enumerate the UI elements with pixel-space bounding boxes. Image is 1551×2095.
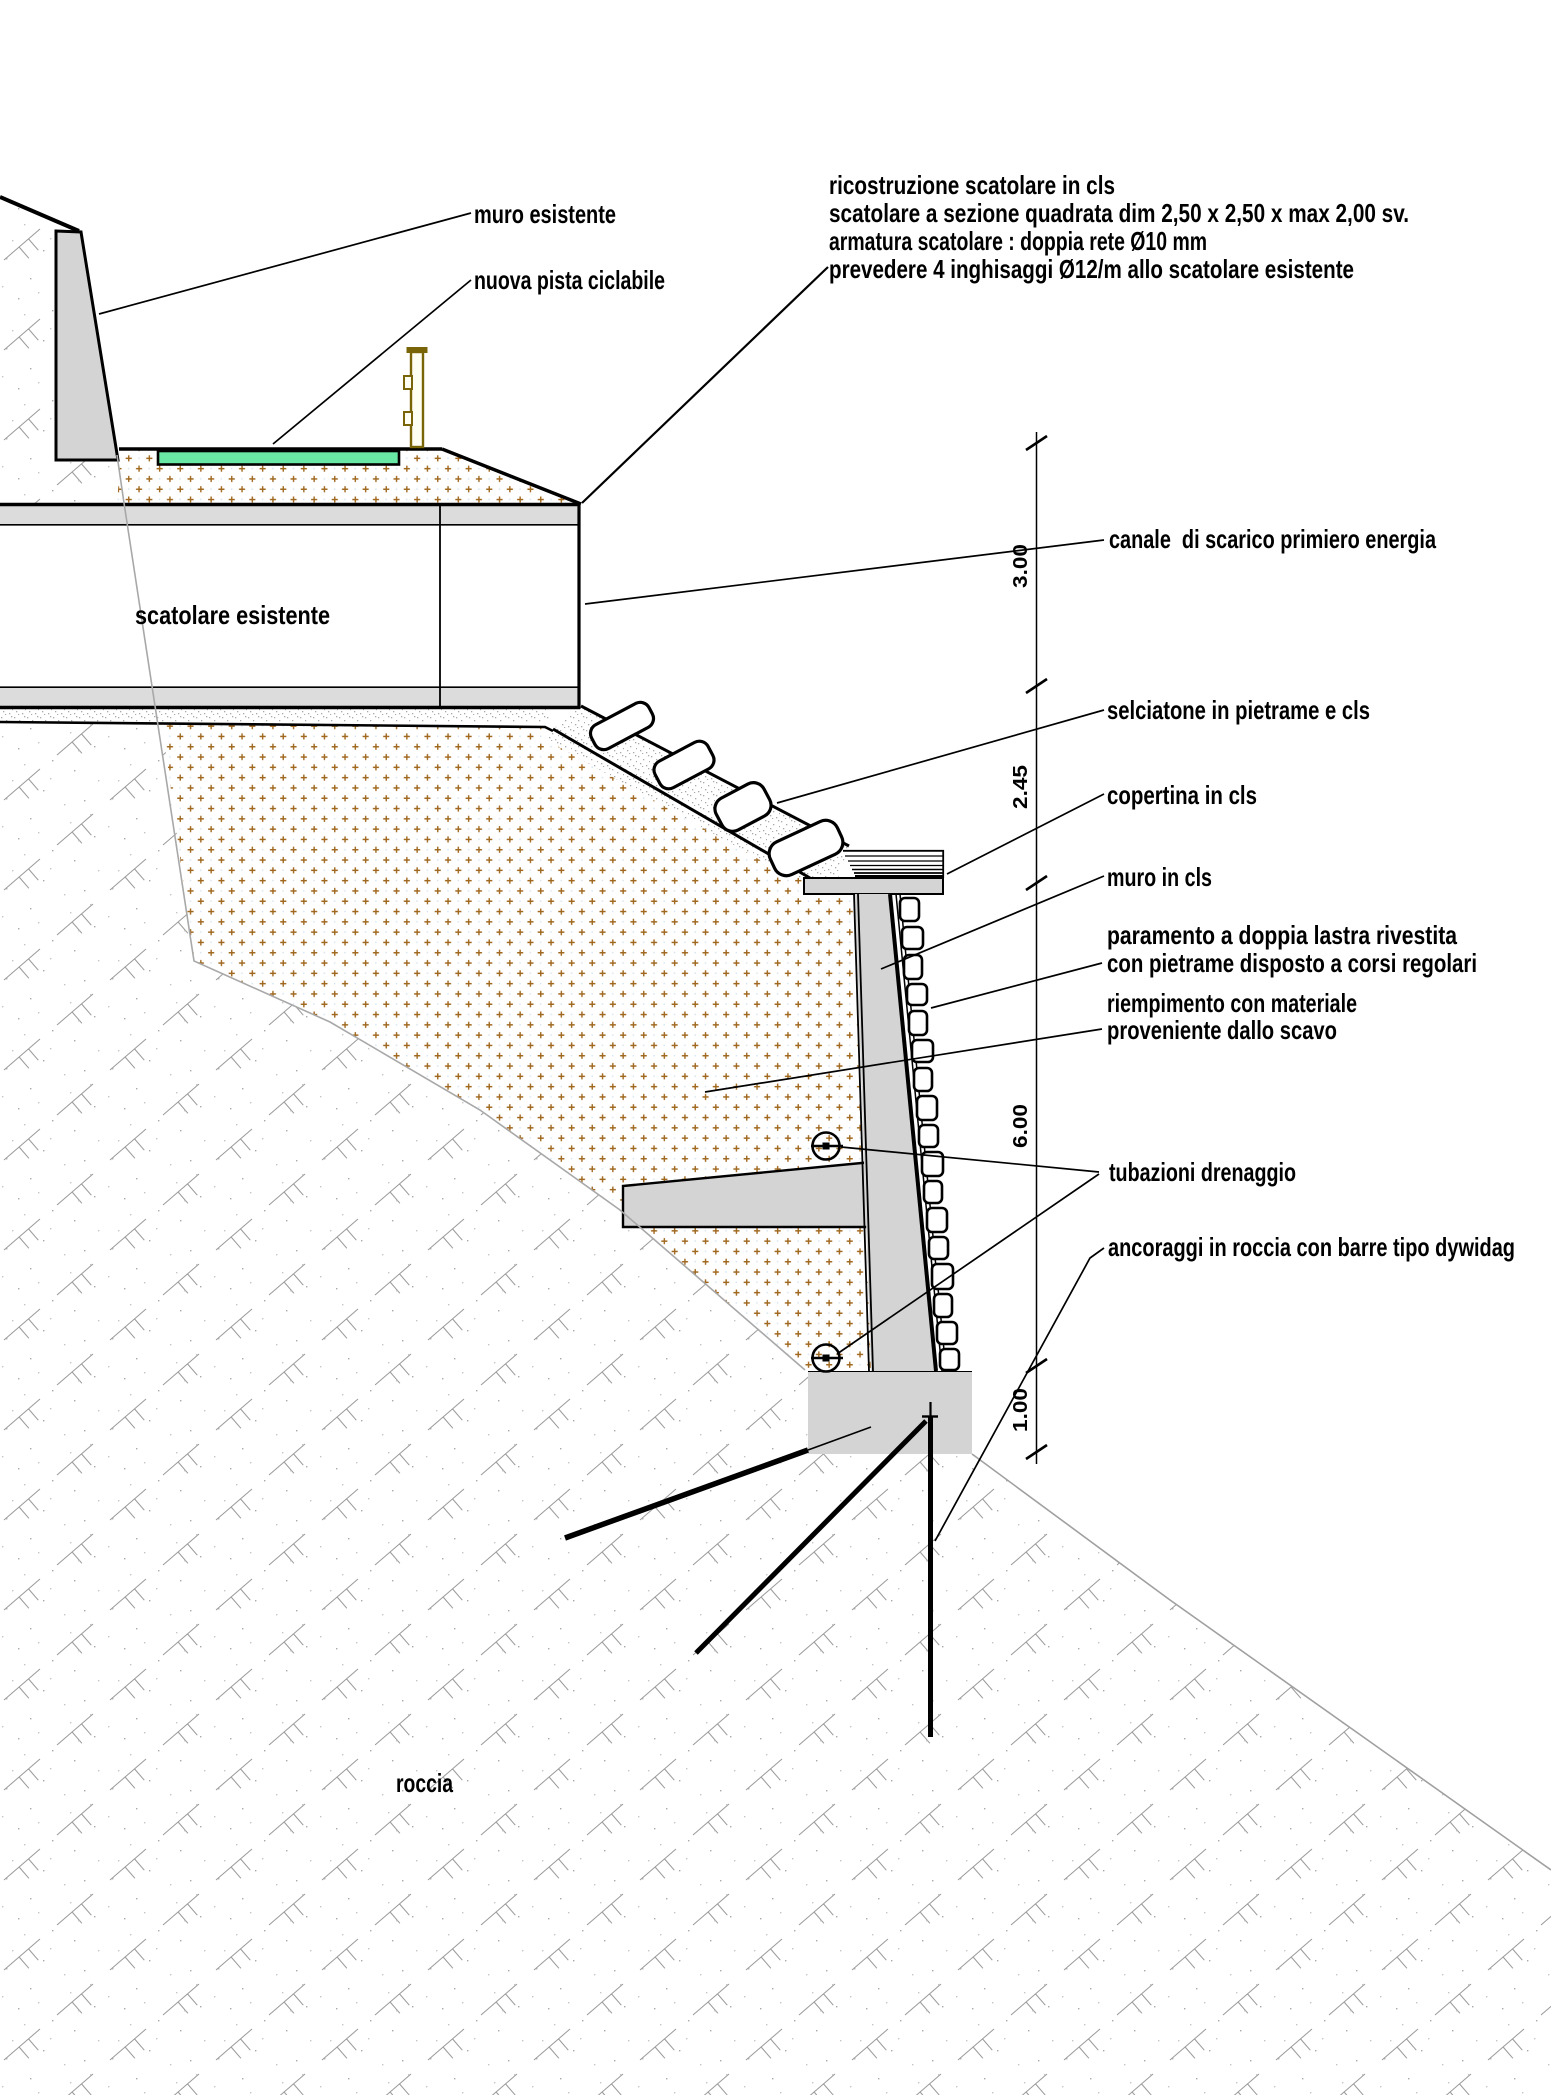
svg-text:proveniente dallo scavo: proveniente dallo scavo — [1107, 1015, 1337, 1045]
svg-text:1.00: 1.00 — [1010, 1388, 1032, 1432]
svg-text:muro esistente: muro esistente — [474, 199, 616, 229]
svg-text:copertina in cls: copertina in cls — [1107, 780, 1257, 810]
svg-text:scatolare esistente: scatolare esistente — [135, 600, 330, 630]
svg-text:con pietrame disposto a corsi: con pietrame disposto a corsi regolari — [1107, 948, 1477, 978]
svg-text:ricostruzione scatolare in cls: ricostruzione scatolare in cls — [829, 170, 1115, 200]
svg-text:tubazioni drenaggio: tubazioni drenaggio — [1109, 1157, 1296, 1187]
svg-text:paramento a doppia lastra rive: paramento a doppia lastra rivestita — [1107, 920, 1457, 950]
svg-text:armatura scatolare : doppia re: armatura scatolare : doppia rete Ø10 mm — [829, 226, 1207, 256]
svg-text:muro in cls: muro in cls — [1107, 862, 1212, 892]
svg-text:riempimento con materiale: riempimento con materiale — [1107, 988, 1357, 1018]
svg-text:6.00: 6.00 — [1010, 1104, 1032, 1148]
svg-text:selciatone in pietrame e cls: selciatone in pietrame e cls — [1107, 695, 1370, 725]
svg-text:2.45: 2.45 — [1010, 765, 1032, 809]
svg-text:roccia: roccia — [396, 1768, 453, 1798]
svg-text:ancoraggi in roccia con barre: ancoraggi in roccia con barre tipo dywid… — [1108, 1232, 1515, 1262]
svg-text:nuova pista ciclabile: nuova pista ciclabile — [474, 265, 665, 295]
svg-text:prevedere 4 inghisaggi Ø12/m a: prevedere 4 inghisaggi Ø12/m allo scatol… — [829, 254, 1354, 284]
svg-text:canale di scarico primiero en: canale di scarico primiero energia — [1109, 524, 1436, 554]
svg-text:3.00: 3.00 — [1010, 544, 1032, 588]
svg-text:scatolare a sezione quadrata d: scatolare a sezione quadrata dim 2,50 x … — [829, 198, 1409, 228]
